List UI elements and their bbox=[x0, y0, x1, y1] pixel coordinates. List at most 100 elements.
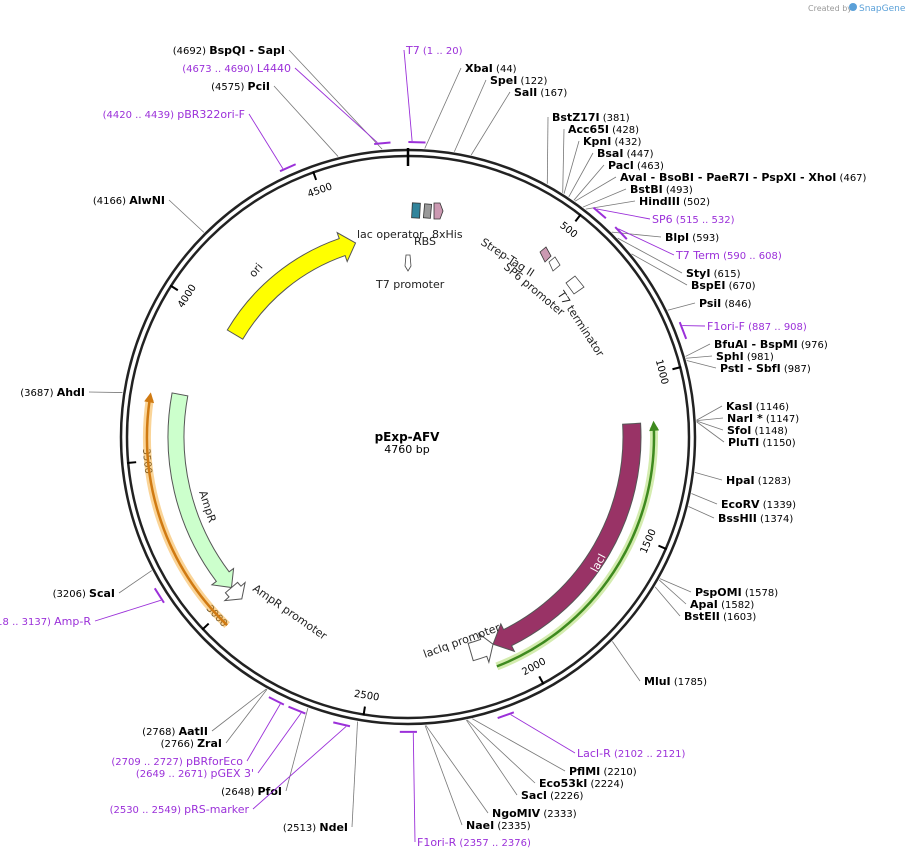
laci-feature[interactable] bbox=[492, 422, 642, 653]
lac-operator-feature[interactable] bbox=[411, 202, 421, 219]
primer-f1ori-f[interactable]: F1ori-F (887 .. 908) bbox=[678, 320, 807, 340]
site-name: Eco53kI bbox=[539, 777, 587, 790]
site-xbai[interactable]: XbaI (44) bbox=[424, 62, 517, 149]
site-label: MluI (1785) bbox=[644, 675, 707, 688]
rbs-feature[interactable] bbox=[422, 203, 433, 219]
primer-t7[interactable]: T7 (1 .. 20) bbox=[403, 44, 463, 144]
primer-sp6[interactable]: SP6 (515 .. 532) bbox=[592, 206, 735, 226]
primer-label: (2709 .. 2727) pBRforEco bbox=[111, 755, 243, 768]
site-connector bbox=[562, 128, 565, 193]
sp6-promoter-feature[interactable] bbox=[548, 256, 561, 272]
site-pcii[interactable]: (4575) PciI bbox=[211, 80, 339, 157]
site-bstz17i[interactable]: BstZ17I (381) bbox=[546, 111, 630, 184]
tick-mark-1500 bbox=[658, 544, 668, 551]
site-bsai[interactable]: BsaI (447) bbox=[568, 147, 654, 198]
t7-terminator-feature[interactable] bbox=[565, 275, 585, 295]
site-name: NgoMIV bbox=[492, 807, 541, 820]
primer-mark bbox=[592, 206, 607, 219]
site-saci[interactable]: SacI (2226) bbox=[466, 719, 583, 802]
site-position: (381) bbox=[600, 113, 630, 124]
site-apai[interactable]: ApaI (1582) bbox=[658, 579, 754, 611]
site-bstbi[interactable]: BstBI (493) bbox=[582, 183, 693, 208]
site-psii[interactable]: PsiI (846) bbox=[667, 297, 752, 311]
site-paci[interactable]: PacI (463) bbox=[573, 159, 664, 201]
site-spei[interactable]: SpeI (122) bbox=[453, 74, 548, 152]
site-sphi[interactable]: SphI (981) bbox=[686, 350, 774, 363]
site-label: BstEII (1603) bbox=[684, 610, 756, 623]
primer-label: (2530 .. 2549) pRS-marker bbox=[110, 803, 250, 816]
primer-name: pGEX 3' bbox=[210, 767, 254, 780]
site-ngomiv[interactable]: NgoMIV (2333) bbox=[425, 725, 577, 820]
site-bsshii[interactable]: BssHII (1374) bbox=[688, 506, 794, 525]
site-position: (2333) bbox=[540, 809, 577, 820]
t7-promoter-feature[interactable] bbox=[404, 254, 412, 272]
site-scai[interactable]: (3206) ScaI bbox=[53, 570, 152, 600]
site-sali[interactable]: SalI (167) bbox=[470, 86, 567, 156]
site-kpni[interactable]: KpnI (432) bbox=[563, 135, 641, 194]
site-position: (44) bbox=[493, 64, 517, 75]
site-label: KpnI (432) bbox=[583, 135, 641, 148]
site-nari[interactable]: NarI * (1147) bbox=[696, 412, 800, 425]
ori-feature[interactable] bbox=[226, 231, 357, 340]
site-label: BstZ17I (381) bbox=[552, 111, 630, 124]
site-connector bbox=[568, 152, 594, 198]
site-eco53ki[interactable]: Eco53kI (2224) bbox=[466, 719, 624, 790]
site-connector bbox=[466, 719, 536, 784]
site-connector bbox=[351, 721, 358, 828]
site-naei[interactable]: NaeI (2335) bbox=[424, 725, 531, 832]
site-bspei[interactable]: BspEI (670) bbox=[631, 253, 756, 292]
primer-pbr322ori-f[interactable]: (4420 .. 4439) pBR322ori-F bbox=[103, 108, 297, 173]
plasmid-title: pExp-AFV 4760 bp bbox=[375, 430, 441, 456]
site-sfoi[interactable]: SfoI (1148) bbox=[696, 420, 788, 437]
strep-tag-feature[interactable] bbox=[539, 246, 552, 263]
site-pflmi[interactable]: PflMI (2210) bbox=[472, 718, 637, 778]
site-isoschizomers: - BspMI bbox=[748, 338, 798, 351]
site-ecorv[interactable]: EcoRV (1339) bbox=[691, 493, 796, 511]
site-avai[interactable]: AvaI - BsoBI - PaeR7I - PspXI - XhoI (46… bbox=[574, 171, 867, 202]
primer-f1ori-r[interactable]: F1ori-R (2357 .. 2376) bbox=[399, 730, 531, 849]
primer-t7-term[interactable]: T7 Term (590 .. 608) bbox=[614, 226, 782, 262]
primer-laci-r[interactable]: LacI-R (2102 .. 2121) bbox=[497, 711, 686, 760]
ampr-promoter-feature[interactable] bbox=[223, 581, 246, 602]
site-zrai[interactable]: (2766) ZraI bbox=[161, 689, 268, 750]
site-name: PciI bbox=[248, 80, 270, 93]
8xhis-feature[interactable] bbox=[433, 202, 444, 220]
site-alwni[interactable]: (4166) AlwNI bbox=[93, 194, 205, 233]
site-position: (4166) bbox=[93, 196, 129, 207]
site-aatii[interactable]: (2768) AatII bbox=[142, 688, 267, 738]
primer-prs-marker[interactable]: (2530 .. 2549) pRS-marker bbox=[110, 721, 351, 816]
site-styi[interactable]: StyI (615) bbox=[617, 237, 741, 280]
primer-label: (4673 .. 4690) L4440 bbox=[182, 62, 291, 75]
site-psti[interactable]: PstI - SbfI (987) bbox=[686, 360, 811, 375]
site-connector bbox=[472, 718, 566, 772]
site-bfuai[interactable]: BfuAI - BspMI (976) bbox=[685, 338, 828, 357]
site-kasi[interactable]: KasI (1146) bbox=[696, 400, 790, 421]
primer-amp-r[interactable]: (3118 .. 3137) Amp-R bbox=[0, 587, 165, 628]
primer-range: (2530 .. 2549) bbox=[110, 805, 185, 816]
8xhis-label: 8xHis bbox=[432, 228, 463, 241]
site-ndei[interactable]: (2513) NdeI bbox=[283, 721, 358, 834]
primer-l4440[interactable]: (4673 .. 4690) L4440 bbox=[182, 62, 391, 145]
primer-label: (3118 .. 3137) Amp-R bbox=[0, 615, 91, 628]
primer-mark bbox=[333, 721, 351, 728]
site-connector bbox=[424, 67, 462, 149]
site-pluti[interactable]: PluTI (1150) bbox=[696, 421, 796, 449]
site-hpai[interactable]: HpaI (1283) bbox=[694, 472, 791, 487]
site-bsteii[interactable]: BstEII (1603) bbox=[654, 586, 756, 623]
primer-name: LacI-R bbox=[577, 747, 611, 760]
site-acc65i[interactable]: Acc65I (428) bbox=[562, 123, 639, 193]
ampr-feature[interactable] bbox=[167, 392, 235, 589]
site-name: Acc65I bbox=[568, 123, 609, 136]
site-connector bbox=[696, 421, 725, 443]
site-pspomi[interactable]: PspOMI (1578) bbox=[659, 578, 778, 599]
site-hindiii[interactable]: HindIII (502) bbox=[585, 195, 710, 210]
site-label: HindIII (502) bbox=[639, 195, 710, 208]
site-bspqi[interactable]: (4692) BspQI - SapI bbox=[173, 44, 383, 150]
primer-pbrforeco[interactable]: (2709 .. 2727) pBRforEco bbox=[111, 696, 285, 768]
laciq-promoter-feature[interactable] bbox=[467, 632, 494, 664]
site-position: (432) bbox=[611, 137, 641, 148]
site-ahdi[interactable]: (3687) AhdI bbox=[20, 386, 123, 399]
primer-pgex-3[interactable]: (2649 .. 2671) pGEX 3' bbox=[136, 705, 306, 780]
site-mlui[interactable]: MluI (1785) bbox=[612, 641, 707, 688]
